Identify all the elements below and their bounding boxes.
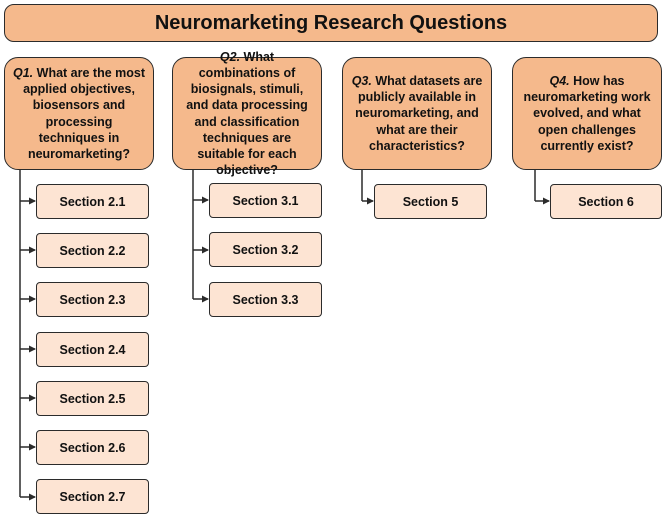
question-text: What are the most applied objectives, bi… bbox=[23, 65, 145, 161]
section-box-2-6: Section 2.6 bbox=[36, 430, 149, 465]
section-box-3-3: Section 3.3 bbox=[209, 282, 322, 317]
section-box-6: Section 6 bbox=[550, 184, 662, 219]
question-box-q1: Q1. What are the most applied objectives… bbox=[4, 57, 154, 170]
question-id: Q3. bbox=[351, 73, 372, 88]
section-box-2-2: Section 2.2 bbox=[36, 233, 149, 268]
question-box-q3: Q3. What datasets are publicly available… bbox=[342, 57, 492, 170]
question-box-q4: Q4. How has neuromarketing work evolved,… bbox=[512, 57, 662, 170]
question-text: How has neuromarketing work evolved, and… bbox=[523, 73, 651, 153]
section-box-3-1: Section 3.1 bbox=[209, 183, 322, 218]
question-box-q2: Q2. What combinations of biosignals, sti… bbox=[172, 50, 322, 177]
question-id: Q1. bbox=[13, 65, 34, 80]
question-text: What combinations of biosignals, stimuli… bbox=[186, 49, 308, 178]
section-box-5: Section 5 bbox=[374, 184, 487, 219]
section-box-2-4: Section 2.4 bbox=[36, 332, 149, 367]
section-box-2-1: Section 2.1 bbox=[36, 184, 149, 219]
section-box-2-3: Section 2.3 bbox=[36, 282, 149, 317]
section-box-2-7: Section 2.7 bbox=[36, 479, 149, 514]
question-text: What datasets are publicly available in … bbox=[355, 73, 483, 153]
question-id: Q4. bbox=[549, 73, 570, 88]
section-box-2-5: Section 2.5 bbox=[36, 381, 149, 416]
section-box-3-2: Section 3.2 bbox=[209, 232, 322, 267]
diagram-title: Neuromarketing Research Questions bbox=[4, 4, 658, 42]
question-id: Q2. bbox=[219, 49, 241, 64]
